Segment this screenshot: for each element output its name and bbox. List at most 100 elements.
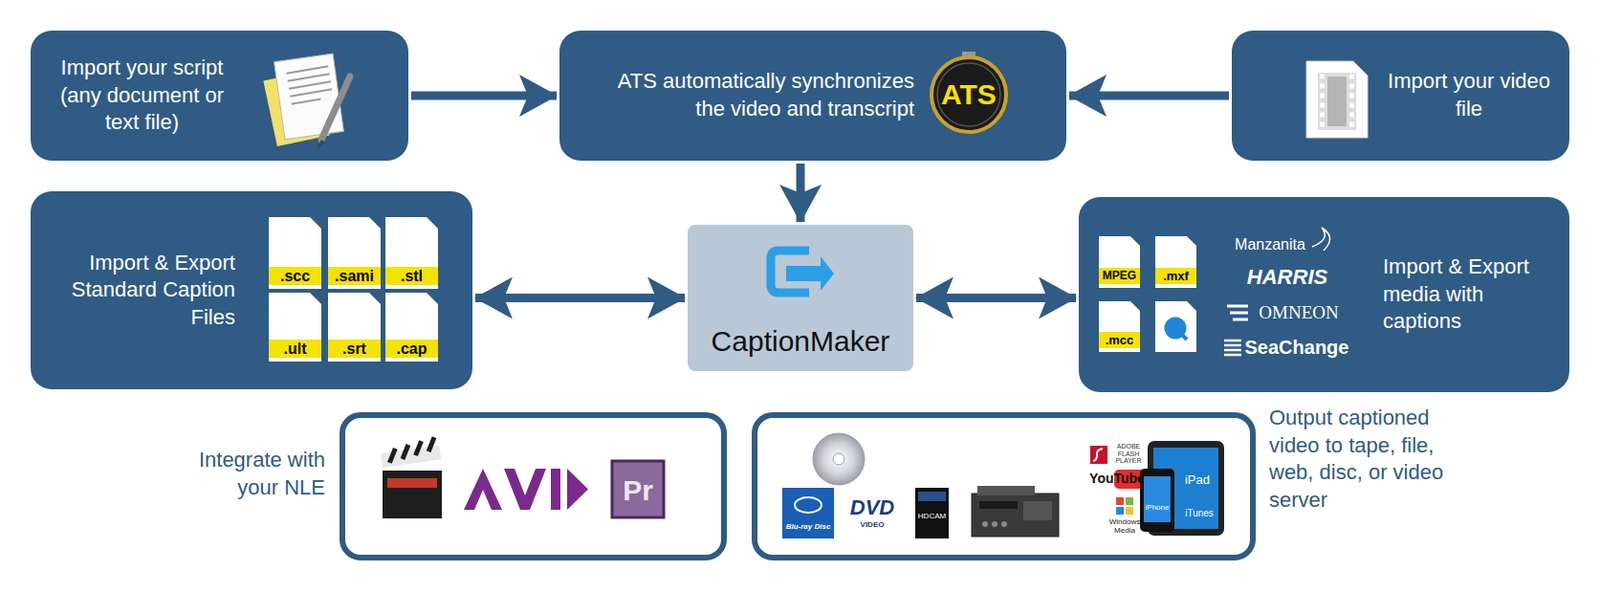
app-icon-label: Pr xyxy=(622,474,654,506)
file-extension: MPEG xyxy=(1102,269,1137,283)
avid-logo xyxy=(504,468,547,510)
script-icon xyxy=(316,139,326,150)
windows-logo xyxy=(1116,506,1124,515)
flash-icon xyxy=(1093,448,1103,461)
avid-logo xyxy=(550,468,561,510)
media-file-icon xyxy=(1162,315,1188,341)
flow-arrow xyxy=(411,91,557,101)
file-extension: .mxf xyxy=(1162,269,1189,284)
device-label: iPad xyxy=(1184,473,1210,487)
tape-deck-icon xyxy=(1001,521,1008,527)
hdcam-tape-icon xyxy=(918,491,946,502)
flow-arrow xyxy=(916,293,1076,303)
stopwatch-icon xyxy=(931,51,1007,132)
avid-logo xyxy=(463,468,503,510)
final-cut-icon xyxy=(387,478,438,488)
caption-file-icon xyxy=(385,266,439,285)
hdcam-tape-icon xyxy=(915,487,949,539)
node-label: Integrate with your NLE xyxy=(162,446,326,502)
windows-logo xyxy=(1116,497,1124,505)
script-icon xyxy=(285,65,332,105)
caption-file-icon xyxy=(268,217,439,362)
ipad-iphone-icon xyxy=(1147,440,1225,536)
file-extension: .ult xyxy=(284,340,307,358)
video-file-icon xyxy=(1327,76,1347,127)
script-icon xyxy=(274,53,345,140)
disc-icon xyxy=(832,453,845,465)
final-cut-icon xyxy=(387,437,438,463)
ipad-iphone-icon xyxy=(1143,476,1171,523)
caption-file-icon xyxy=(268,266,322,285)
io-box: Import & Export media with captions xyxy=(1078,197,1570,393)
script-icon xyxy=(321,76,351,140)
caption-file-icon xyxy=(328,292,381,362)
tape-label: HDCAM xyxy=(918,512,946,522)
node-label: CaptionMaker xyxy=(690,322,911,360)
vendor-logo: SeaChange xyxy=(1245,336,1350,358)
ipad-iphone-icon xyxy=(1139,440,1225,536)
tape-deck-icon xyxy=(1023,501,1053,521)
caption-file-icon xyxy=(268,292,322,362)
node-label: ATS automatically synchronizes the video… xyxy=(584,67,915,123)
node-label: Import & Export media with captions xyxy=(1382,253,1560,336)
caption-file-icon xyxy=(328,339,381,358)
media-file-icon xyxy=(1155,267,1197,285)
product-box: CaptionMaker xyxy=(687,224,914,372)
media-file-icon xyxy=(1098,301,1140,352)
media-file-icon xyxy=(1155,301,1197,352)
integration-box: Integrate with your NLE xyxy=(339,412,727,561)
media-file-icon xyxy=(1098,331,1140,349)
video-file-icon xyxy=(1306,61,1368,138)
final-cut-icon xyxy=(382,470,442,519)
platform-logo: ADOBE FLASH PLAYER xyxy=(1109,442,1148,465)
platform-logo: Windows Media xyxy=(1102,518,1147,536)
file-extension: .scc xyxy=(280,267,310,285)
bluray-icon xyxy=(794,497,822,513)
script-icon xyxy=(263,53,351,150)
media-file-icon xyxy=(1098,236,1197,352)
bluray-icon xyxy=(782,487,834,539)
script-icon xyxy=(263,69,329,147)
caption-file-icon xyxy=(328,266,381,285)
flow-arrow xyxy=(796,163,806,222)
captionmaker-logo xyxy=(770,250,810,293)
avid-logo xyxy=(567,468,589,510)
device-label: iTunes xyxy=(1184,507,1214,519)
platform-logo: YouTube xyxy=(1089,471,1145,486)
output-box: Output captioned video to tape, file, we… xyxy=(751,412,1256,561)
media-file-icon xyxy=(1180,332,1187,340)
node-label: Import your script (any document or text… xyxy=(43,54,241,137)
vendor-logo: OMNEON xyxy=(1258,303,1338,324)
vendor-logo-mark xyxy=(1312,227,1331,251)
tape-deck-icon xyxy=(971,485,1059,537)
media-logo: VIDEO xyxy=(860,521,885,530)
media-file-icon xyxy=(1155,236,1197,288)
windows-logo xyxy=(1125,506,1134,515)
node-label: Import your video file xyxy=(1382,67,1556,123)
flash-icon xyxy=(1090,445,1108,464)
file-extension: .srt xyxy=(342,340,367,358)
disc-icon xyxy=(812,433,865,485)
vendor-logo-mark xyxy=(1224,340,1242,355)
device-label: iPhone xyxy=(1145,504,1170,513)
stopwatch-icon xyxy=(937,63,1001,127)
vendor-logo-mark xyxy=(1227,306,1249,320)
video-file-icon xyxy=(1317,72,1357,131)
stopwatch-icon xyxy=(931,57,1007,132)
caption-file-icon xyxy=(268,217,322,289)
video-file-icon xyxy=(1319,76,1355,125)
captionmaker-logo xyxy=(770,250,834,293)
tape-deck-icon xyxy=(971,493,1059,537)
tape-deck-icon xyxy=(991,521,998,527)
media-file-icon xyxy=(1098,236,1140,288)
windows-logo xyxy=(1125,497,1134,505)
vendor-logo-mark xyxy=(1224,227,1331,355)
node-label: Output captioned video to tape, file, we… xyxy=(1269,404,1472,514)
file-extension: .mcc xyxy=(1105,333,1135,348)
input-box: Import your script (any document or text… xyxy=(30,30,409,161)
file-extension: .stl xyxy=(400,267,423,285)
flow-arrow xyxy=(1069,91,1229,101)
ipad-iphone-icon xyxy=(1153,447,1219,529)
bluray-icon xyxy=(782,487,834,539)
